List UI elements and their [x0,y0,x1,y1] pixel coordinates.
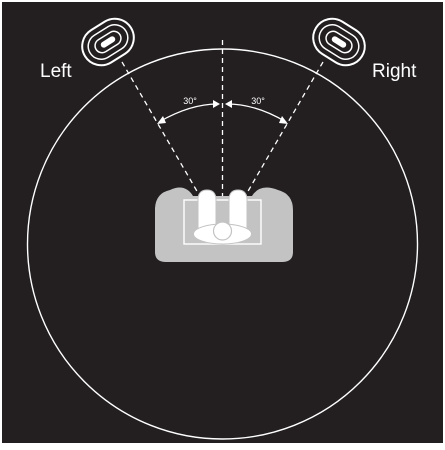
right-speaker-label: Right [372,61,417,82]
left-angle-label: 30° [183,96,197,106]
right-angle-label: 30° [251,96,265,106]
left-speaker-label: Left [40,61,72,82]
listener-couch-icon [155,188,293,262]
